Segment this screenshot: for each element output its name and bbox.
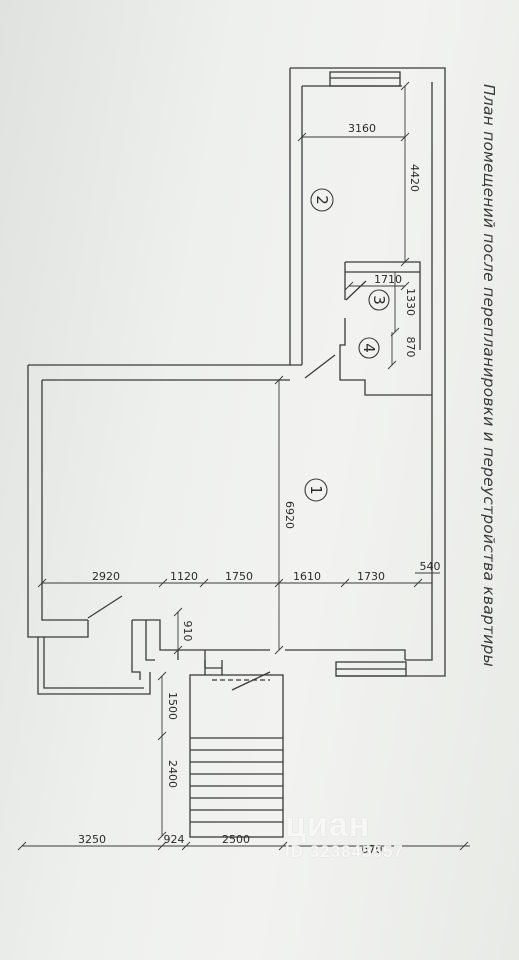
dim-room4-length: 870 bbox=[404, 337, 417, 358]
dim-seg-540: 540 bbox=[420, 560, 441, 573]
door-room1 bbox=[304, 354, 336, 379]
dim-stair-1500: 1500 bbox=[166, 692, 179, 720]
dim-seg-2920: 2920 bbox=[92, 570, 120, 583]
room-label-4: 4 bbox=[360, 343, 378, 353]
room-marker-2 bbox=[310, 188, 334, 212]
room-label-3: 3 bbox=[370, 295, 388, 305]
door-room2 bbox=[345, 280, 367, 301]
stair bbox=[189, 674, 284, 838]
dim-seg-1730: 1730 bbox=[357, 570, 385, 583]
dim-bottom-924: 924 bbox=[164, 833, 185, 846]
dim-bottom-670: 670 bbox=[362, 843, 383, 856]
room-marker-3 bbox=[368, 289, 390, 311]
wall-room2-left bbox=[289, 68, 302, 366]
stair-steps bbox=[190, 737, 283, 823]
room-label-1: 1 bbox=[307, 485, 325, 495]
dim-room2-length: 4420 bbox=[408, 164, 421, 192]
dim-room2-width: 3160 bbox=[348, 122, 376, 135]
wall-inner-right bbox=[405, 82, 433, 661]
window-top bbox=[329, 71, 401, 87]
dim-entry-910: 910 bbox=[181, 621, 194, 642]
dim-room1-length: 6920 bbox=[283, 501, 296, 529]
dimension-ticks bbox=[17, 81, 469, 851]
door-entry bbox=[231, 671, 271, 691]
watermark-brand: циан bbox=[285, 806, 371, 844]
room-label-2: 2 bbox=[313, 195, 331, 205]
dim-bottom-2500: 2500 bbox=[222, 833, 250, 846]
dim-room3-width: 1710 bbox=[374, 273, 402, 286]
dim-stair-2400: 2400 bbox=[166, 760, 179, 788]
dim-bottom-3250: 3250 bbox=[78, 833, 106, 846]
door-left bbox=[87, 595, 123, 619]
watermark: циан ID 323845557 bbox=[285, 808, 485, 862]
room-marker-4 bbox=[358, 337, 380, 359]
dim-seg-1610: 1610 bbox=[293, 570, 321, 583]
plan-title: План помещений после перепланировки и пе… bbox=[480, 84, 498, 667]
dim-room3-length: 1330 bbox=[404, 288, 417, 316]
dim-seg-1120: 1120 bbox=[170, 570, 198, 583]
dim-seg-1750: 1750 bbox=[225, 570, 253, 583]
room-marker-1 bbox=[304, 478, 328, 502]
watermark-id: ID 323845557 bbox=[285, 842, 404, 861]
